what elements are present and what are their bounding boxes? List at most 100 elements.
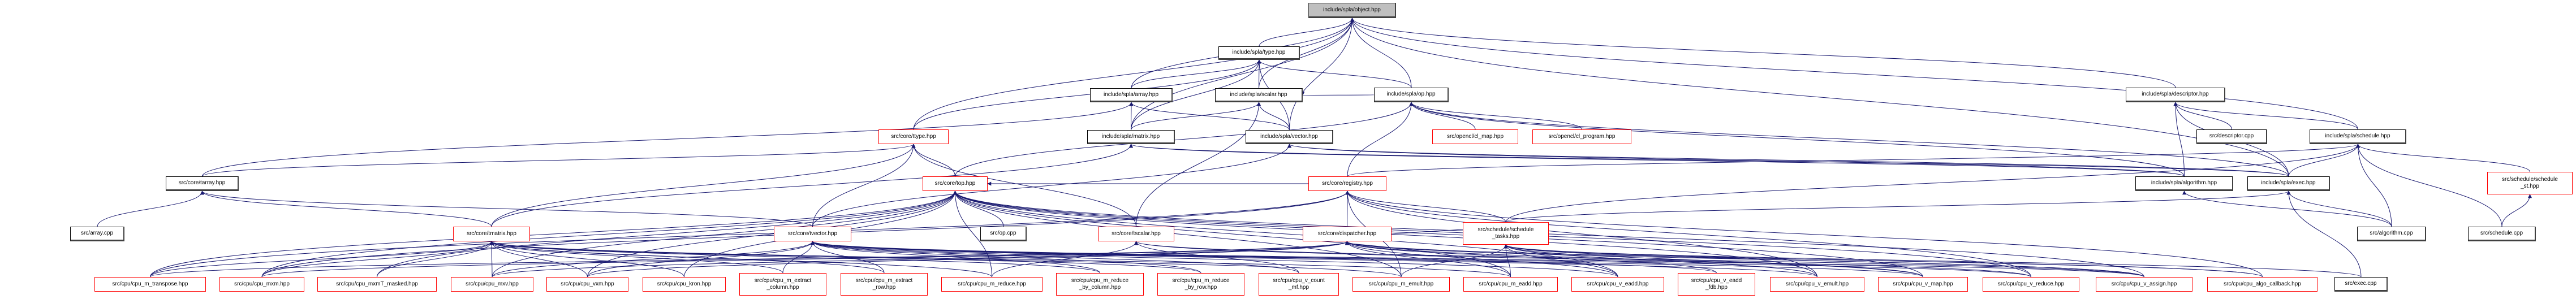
node-op-cpp[interactable]: src/op.cpp — [980, 227, 1027, 241]
node-tarray-hpp[interactable]: src/core/tarray.hpp — [166, 176, 239, 191]
node-schedule-st-hpp[interactable]: src/schedule/schedule _st.hpp — [2487, 172, 2573, 194]
node-tscalar-hpp[interactable]: src/core/tscalar.hpp — [1098, 227, 1174, 241]
node-vector-hpp[interactable]: include/spla/vector.hpp — [1246, 130, 1333, 144]
edge-cpu_mxm-to-tmatrix_hpp — [261, 241, 494, 278]
node-op-hpp[interactable]: include/spla/op.hpp — [1374, 88, 1449, 102]
edge-cpu_mxm-to-dispatcher_hpp — [261, 241, 1349, 278]
node-schedule-cpp[interactable]: src/schedule.cpp — [2468, 227, 2536, 241]
edge-tvector_hpp-to-vector_hpp — [812, 144, 1291, 227]
node-cpu-mxmt-masked[interactable]: src/cpu/cpu_mxmT_masked.hpp — [317, 277, 437, 292]
edge-cpu_m_transpose-to-registry_hpp — [150, 190, 1350, 278]
edge-schedule_hpp-to-descriptor_hpp — [2173, 102, 2358, 130]
node-cpu-m-reduce[interactable]: src/cpu/cpu_m_reduce.hpp — [941, 277, 1043, 292]
edge-cpu_vxm-to-tvector_hpp — [587, 241, 815, 278]
edge-cpu_v_reduce-to-tvector_hpp — [811, 241, 2031, 278]
node-schedule-hpp[interactable]: include/spla/schedule.hpp — [2310, 129, 2406, 144]
edge-tvector_hpp-to-ttype_hpp — [812, 144, 916, 227]
edge-cpu_m_eadd-to-top_hpp — [953, 190, 1511, 278]
node-cpu-mxm[interactable]: src/cpu/cpu_mxm.hpp — [219, 277, 304, 292]
node-ttype-hpp[interactable]: src/core/ttype.hpp — [878, 129, 949, 144]
edge-exec_hpp-to-object_hpp — [1350, 18, 2289, 177]
node-cpu-m-reduce-by-column[interactable]: src/cpu/cpu_m_reduce _by_column.hpp — [1056, 273, 1144, 296]
node-matrix-hpp[interactable]: include/spla/matrix.hpp — [1087, 130, 1175, 144]
edge-top_hpp-to-ttype_hpp — [911, 144, 955, 177]
node-tvector-hpp[interactable]: src/core/tvector.hpp — [774, 227, 851, 241]
node-cpu-m-extract-column[interactable]: src/cpu/cpu_m_extract _column.hpp — [739, 273, 826, 296]
edge-cpu_vxm-to-tmatrix_hpp — [489, 241, 588, 278]
edge-cpu_m_reduce_by_column-to-tvector_hpp — [811, 241, 1100, 274]
edge-cpu_v_assign-to-schedule_tasks_hpp — [1504, 244, 2144, 278]
edge-tmatrix_hpp-to-tarray_hpp — [200, 190, 492, 227]
node-cpu-vxm[interactable]: src/cpu/cpu_vxm.hpp — [546, 277, 628, 292]
node-algorithm-hpp[interactable]: include/spla/algorithm.hpp — [2135, 176, 2233, 191]
edge-cpu_m_eadd-to-schedule_tasks_hpp — [1504, 244, 1511, 278]
node-exec-hpp[interactable]: include/spla/exec.hpp — [2247, 176, 2330, 191]
edge-algorithm_cpp-to-schedule_hpp — [2356, 144, 2392, 227]
edge-vector_hpp-to-array_hpp — [1129, 102, 1290, 131]
node-cl-program-hpp[interactable]: src/opencl/cl_program.hpp — [1532, 129, 1631, 144]
edge-cpu_m_emult-to-tmatrix_hpp — [489, 241, 1402, 278]
node-cpu-v-assign[interactable]: src/cpu/cpu_v_assign.hpp — [2096, 277, 2192, 292]
edge-schedule_hpp-to-object_hpp — [1350, 18, 2358, 130]
edge-cpu_m_eadd-to-tmatrix_hpp — [489, 241, 1511, 278]
edge-tvector_hpp-to-tarray_hpp — [200, 190, 813, 227]
edge-cpu_vxm-to-top_hpp — [587, 190, 957, 278]
edge-array_hpp-to-type_hpp — [1131, 59, 1261, 89]
node-cpu-m-extract-row[interactable]: src/cpu/cpu_m_extract _row.hpp — [841, 273, 928, 296]
edge-descriptor_hpp-to-object_hpp — [1350, 18, 2176, 88]
node-schedule-tasks-hpp[interactable]: src/schedule/schedule _tasks.hpp — [1463, 222, 1549, 245]
node-top-hpp[interactable]: src/core/top.hpp — [923, 176, 988, 191]
edge-tmatrix_hpp-to-matrix_hpp — [491, 144, 1133, 227]
node-cpu-m-transpose[interactable]: src/cpu/cpu_m_transpose.hpp — [94, 277, 206, 292]
node-cpu-m-reduce-by-row[interactable]: src/cpu/cpu_m_reduce _by_row.hpp — [1157, 273, 1244, 296]
node-cpu-kron[interactable]: src/cpu/cpu_kron.hpp — [643, 277, 726, 292]
edge-cpu_v_eadd-to-top_hpp — [953, 190, 1618, 278]
node-scalar-hpp[interactable]: include/spla/scalar.hpp — [1215, 88, 1303, 102]
node-cpu-m-emult[interactable]: src/cpu/cpu_m_emult.hpp — [1352, 277, 1450, 292]
edge-schedule_st_hpp-to-schedule_hpp — [2356, 144, 2530, 172]
node-exec-cpp[interactable]: src/exec.cpp — [2334, 277, 2388, 292]
edge-cpu_m_extract_column-to-tvector_hpp — [782, 241, 815, 274]
edge-tarray_hpp-to-ttype_hpp — [202, 144, 916, 177]
node-cpu-algo-callback[interactable]: src/cpu/cpu_algo_callback.hpp — [2207, 277, 2317, 292]
edge-cpu_v_eadd-to-schedule_tasks_hpp — [1504, 244, 1618, 278]
edge-cpu_v_map-to-schedule_tasks_hpp — [1504, 244, 1923, 278]
node-dispatcher-hpp[interactable]: src/core/dispatcher.hpp — [1303, 227, 1392, 241]
node-cpu-v-eadd-fdb[interactable]: src/cpu/cpu_v_eadd _fdb.hpp — [1678, 273, 1755, 296]
edge-cpu_v_emult-to-registry_hpp — [1345, 190, 1817, 278]
node-cpu-mxv[interactable]: src/cpu/cpu_mxv.hpp — [451, 277, 533, 292]
node-cpu-v-emult[interactable]: src/cpu/cpu_v_emult.hpp — [1770, 277, 1864, 292]
node-array-cpp[interactable]: src/array.cpp — [70, 227, 124, 241]
edge-algorithm_cpp-to-algorithm_hpp — [2182, 190, 2392, 227]
edge-cpu_m_extract_row-to-tvector_hpp — [811, 241, 885, 274]
node-cpu-v-reduce[interactable]: src/cpu/cpu_v_reduce.hpp — [1983, 277, 2079, 292]
node-type-hpp[interactable]: include/spla/type.hpp — [1218, 46, 1300, 60]
node-array-hpp[interactable]: include/spla/array.hpp — [1090, 88, 1173, 102]
edge-cpu_v_emult-to-schedule_tasks_hpp — [1504, 244, 1817, 278]
edge-cpu_mxv-to-tvector_hpp — [492, 241, 815, 278]
edge-cpu_mxmT_masked-to-top_hpp — [377, 190, 957, 278]
node-descriptor-cpp[interactable]: src/descriptor.cpp — [2196, 129, 2267, 144]
edge-exec_cpp-to-exec_hpp — [2286, 190, 2362, 278]
node-algorithm-cpp[interactable]: src/algorithm.cpp — [2357, 227, 2426, 241]
edge-cpu_m_transpose-to-top_hpp — [150, 190, 957, 278]
edge-exec_cpp-to-schedule_tasks_hpp — [1504, 244, 2362, 278]
node-cl-map-hpp[interactable]: src/opencl/cl_map.hpp — [1432, 129, 1518, 144]
edge-matrix_hpp-to-type_hpp — [1131, 59, 1261, 131]
edge-algorithm_hpp-to-descriptor_hpp — [2173, 102, 2185, 177]
edge-top_hpp-to-op_hpp — [955, 102, 1414, 177]
node-cpu-v-eadd[interactable]: src/cpu/cpu_v_eadd.hpp — [1571, 277, 1664, 292]
node-tmatrix-hpp[interactable]: src/core/tmatrix.hpp — [453, 227, 530, 241]
edge-cpu_m_transpose-to-tmatrix_hpp — [150, 241, 494, 278]
node-cpu-v-count-mf[interactable]: src/cpu/cpu_v_count _mf.hpp — [1259, 273, 1339, 296]
edge-cpu_v_eadd_fdb-to-dispatcher_hpp — [1345, 241, 1717, 274]
edge-cpu_mxv-to-top_hpp — [492, 190, 957, 278]
edge-cpu_algo_callback-to-registry_hpp — [1345, 190, 2263, 278]
node-cpu-v-map[interactable]: src/cpu/cpu_v_map.hpp — [1878, 277, 1968, 292]
node-registry-hpp[interactable]: src/core/registry.hpp — [1308, 176, 1386, 191]
node-descriptor-hpp[interactable]: include/spla/descriptor.hpp — [2126, 88, 2225, 102]
node-object-hpp[interactable]: include/spla/object.hpp — [1308, 3, 1396, 18]
edge-cpu_v_count_mf-to-tscalar_hpp — [1134, 241, 1299, 274]
node-cpu-m-eadd[interactable]: src/cpu/cpu_m_eadd.hpp — [1463, 277, 1558, 292]
